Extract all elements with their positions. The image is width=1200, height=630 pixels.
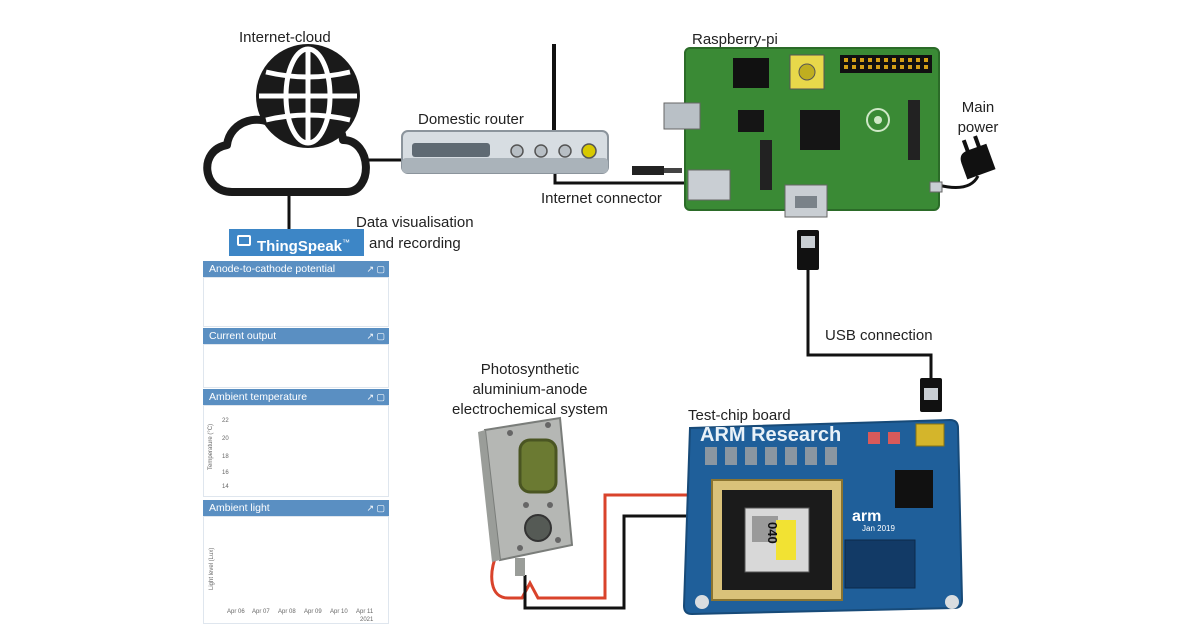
photosynthetic-label-3: electrochemical system bbox=[452, 401, 608, 418]
usb-plug-top-icon bbox=[797, 230, 819, 270]
power-plug-icon bbox=[960, 135, 996, 180]
external-link-icon: ↗ ▢ bbox=[366, 503, 385, 513]
test-chip-board bbox=[682, 418, 964, 616]
panel-body-light bbox=[203, 516, 389, 624]
domestic-router-icon bbox=[401, 44, 609, 174]
panel-body-temperature bbox=[203, 405, 389, 497]
test-chip-board-label: Test-chip board bbox=[688, 407, 791, 424]
data-visualisation-label-2: and recording bbox=[369, 235, 461, 252]
date-tick-5: Apr 11 bbox=[356, 609, 374, 615]
internet-connector-label: Internet connector bbox=[541, 190, 662, 207]
temp-axis-label: Temperature (°C) bbox=[208, 423, 214, 470]
usb-connection-label: USB connection bbox=[825, 327, 933, 344]
date-tick-0: Apr 06 bbox=[227, 609, 245, 615]
photosynthetic-label-1: Photosynthetic bbox=[480, 361, 580, 378]
arm-logo: arm bbox=[852, 508, 882, 525]
temp-tick-16: 16 bbox=[222, 470, 229, 476]
panel-title-light: Ambient light bbox=[209, 502, 270, 514]
panel-header-temperature: Ambient temperature ↗ ▢ bbox=[203, 389, 389, 405]
external-link-icon: ↗ ▢ bbox=[366, 264, 385, 274]
light-axis-label: Light level (Lux) bbox=[209, 547, 215, 590]
external-link-icon: ↗ ▢ bbox=[366, 331, 385, 341]
chat-bubble-icon bbox=[237, 235, 251, 246]
panel-title-current: Current output bbox=[209, 330, 277, 342]
temp-tick-14: 14 bbox=[222, 484, 229, 490]
red-wire bbox=[490, 493, 702, 600]
date-tick-1: Apr 07 bbox=[252, 609, 270, 615]
date-tick-4: Apr 10 bbox=[330, 609, 348, 615]
usb-cable bbox=[806, 270, 933, 378]
panel-body-potential bbox=[203, 277, 389, 327]
year-tick: 2021 bbox=[360, 617, 374, 623]
panel-title-potential: Anode-to-cathode potential bbox=[209, 263, 336, 275]
domestic-router-label: Domestic router bbox=[418, 111, 524, 128]
panel-title-temperature: Ambient temperature bbox=[209, 391, 308, 403]
data-visualisation-label-1: Data visualisation bbox=[356, 214, 474, 231]
temp-tick-20: 20 bbox=[222, 436, 229, 442]
black-wire bbox=[523, 514, 705, 610]
electrochemical-cell bbox=[478, 416, 574, 576]
panel-body-current bbox=[203, 344, 389, 388]
panel-header-potential: Anode-to-cathode potential ↗ ▢ bbox=[203, 261, 389, 277]
panel-header-current: Current output ↗ ▢ bbox=[203, 328, 389, 344]
power-cable bbox=[937, 175, 980, 190]
temp-tick-22: 22 bbox=[222, 418, 229, 424]
date-tick-2: Apr 08 bbox=[278, 609, 296, 615]
date-tick-3: Apr 09 bbox=[304, 609, 322, 615]
external-link-icon: ↗ ▢ bbox=[366, 392, 385, 402]
main-power-label-1: Main bbox=[961, 99, 995, 116]
chip-label: 040 bbox=[765, 522, 780, 544]
main-power-label-2: power bbox=[957, 119, 999, 136]
temp-tick-18: 18 bbox=[222, 454, 229, 460]
thingspeak-brand: ThingSpeak bbox=[257, 238, 343, 255]
thingspeak-trademark: ™ bbox=[342, 238, 351, 247]
arm-research-brand: ARM Research bbox=[700, 424, 842, 446]
internet-cloud-label: Internet-cloud bbox=[239, 29, 331, 46]
raspberry-pi-label: Raspberry-pi bbox=[692, 31, 778, 48]
thingspeak-logo: ThingSpeak™ bbox=[229, 229, 364, 256]
photosynthetic-label-2: aluminium-anode bbox=[472, 381, 588, 398]
globe-icon bbox=[256, 44, 360, 148]
board-date-mark: Jan 2019 bbox=[862, 524, 895, 533]
panel-header-light: Ambient light ↗ ▢ bbox=[203, 500, 389, 516]
usb-plug-bottom-icon bbox=[920, 378, 942, 412]
raspberry-pi-board bbox=[663, 47, 943, 218]
